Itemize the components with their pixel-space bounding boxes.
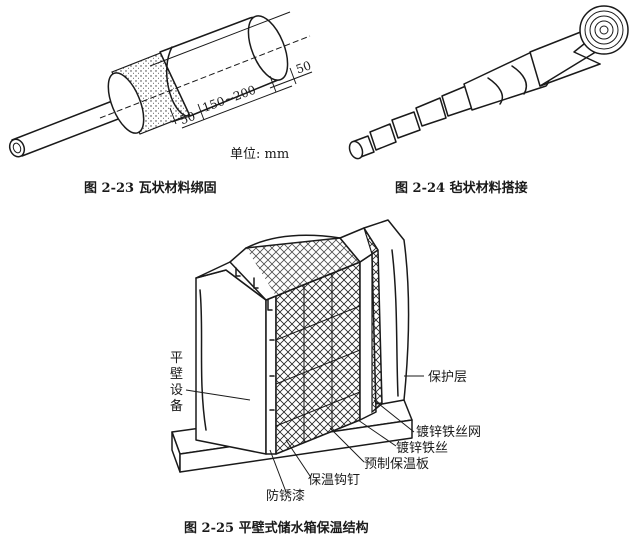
label-protective-layer: 保护层	[428, 370, 467, 385]
felt-roll	[573, 5, 629, 65]
label-galvanized-mesh: 镀锌铁丝网	[416, 424, 481, 440]
unit-label: 单位: mm	[230, 147, 289, 162]
label-prefab-board: 预制保温板	[364, 457, 429, 472]
caption-figure-23: 图 2-23 瓦状材料绑固	[84, 180, 217, 196]
figure-23-pipe-insulation: 150~200 50 50 单位: mm	[8, 11, 313, 162]
prefab-board	[275, 261, 361, 455]
outer-shell	[149, 11, 291, 117]
svg-text:壁: 壁	[170, 367, 183, 382]
pipe-segments	[348, 85, 473, 160]
figure-24-felt-wrap	[348, 5, 629, 160]
antirust-strip	[265, 295, 277, 455]
leader-lines	[185, 375, 424, 493]
label-hook-nail: 保温钩钉	[308, 473, 360, 488]
caption-figure-24: 图 2-24 毡状材料搭接	[395, 180, 528, 196]
svg-text:平: 平	[170, 351, 183, 366]
wall-equipment-block	[195, 261, 271, 455]
dim-50-left: 50	[178, 109, 197, 127]
svg-text:备: 备	[170, 398, 183, 414]
label-antirust: 防锈漆	[266, 488, 305, 504]
caption-figure-25: 图 2-25 平壁式储水箱保温结构	[184, 520, 369, 536]
label-galvanized-wire: 镀锌铁丝	[396, 440, 448, 456]
dimension-lines	[169, 67, 313, 129]
hook-nails	[235, 267, 275, 411]
dim-50-right: 50	[294, 58, 313, 76]
outer-right-shell	[363, 219, 410, 405]
svg-text:设: 设	[170, 383, 183, 398]
centre-line	[99, 35, 311, 119]
label-wall-equipment: 平 壁 设 备	[170, 351, 183, 414]
figure-25-tank-insulation: 平 壁 设 备 保护层 镀锌铁丝网 镀锌铁丝 预制保温板 保温钩钉 防锈漆	[170, 219, 481, 504]
pipe	[8, 97, 127, 158]
